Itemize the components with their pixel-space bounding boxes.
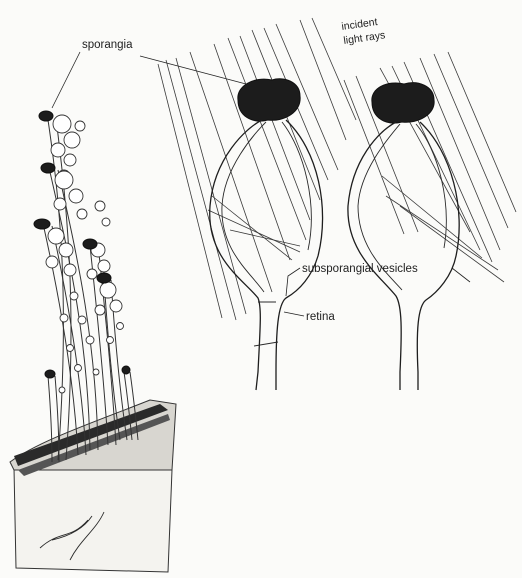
sporangiophore-section-center [158, 18, 356, 390]
label-retina: retina [306, 311, 335, 323]
cell-inner-center [222, 122, 311, 292]
sporangiophore-cluster [10, 111, 176, 572]
substrate-block [14, 468, 172, 572]
sporangiophore-section-right [344, 52, 516, 390]
sporangium-right [372, 83, 434, 123]
retina-mark-center [254, 302, 278, 346]
label-subsporangial-vesicles: subsporangial vesicles [302, 263, 418, 275]
sporangium-center [238, 79, 300, 121]
label-sporangia: sporangia [82, 39, 133, 51]
leader-retina [284, 312, 304, 316]
leader-vesicles-left [286, 268, 300, 296]
leader-vesicles-right [452, 268, 470, 282]
leader-sporangia-left [52, 52, 80, 108]
cell-wall-center [210, 120, 323, 390]
cell-wall-right [348, 122, 459, 390]
